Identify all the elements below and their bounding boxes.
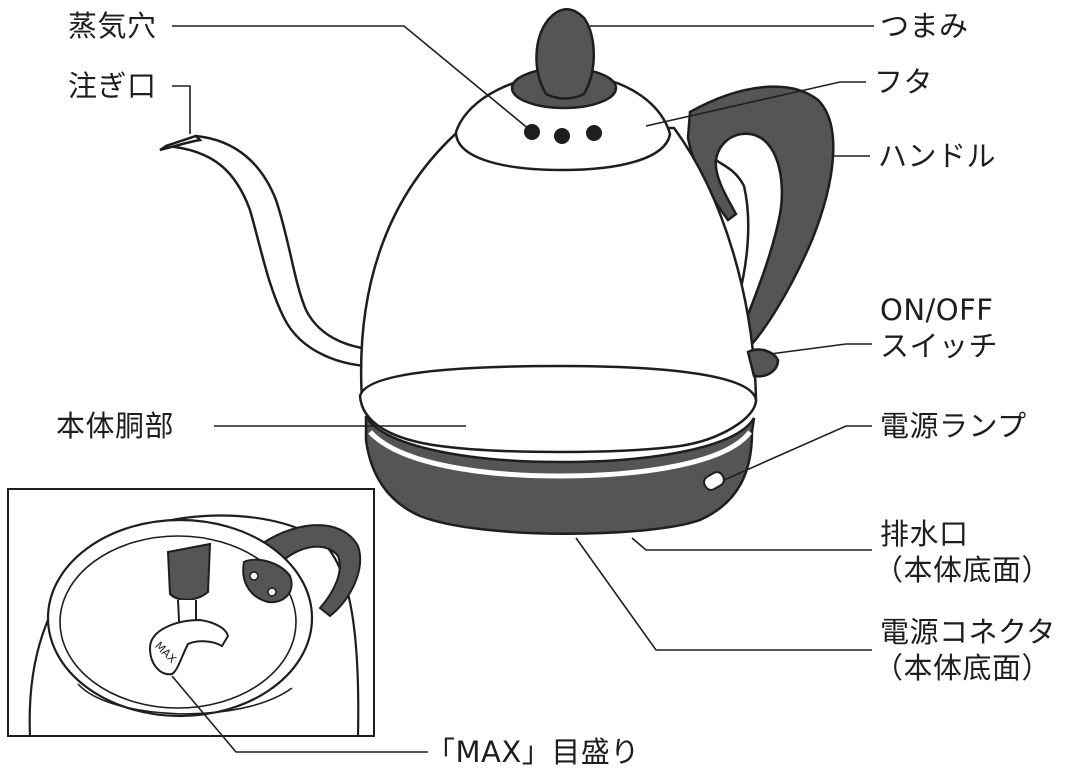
label-switch-line1: ON/OFF (880, 293, 994, 327)
steam-hole (586, 125, 602, 141)
label-drain: 排水口 （本体底面） (874, 516, 1051, 588)
spout-tip (159, 134, 203, 152)
label-lid: フタ (874, 65, 934, 99)
label-power-lamp: 電源ランプ (880, 409, 1027, 443)
power-lamp (703, 471, 725, 491)
kettle-body (359, 126, 758, 402)
leader-drain (631, 537, 872, 551)
label-spout: 注ぎ口 (68, 69, 157, 103)
label-max-mark: 「MAX」目盛り (426, 735, 640, 769)
kettle-spout (165, 134, 397, 368)
steam-hole (554, 128, 570, 144)
label-switch-line2: スイッチ (880, 329, 999, 363)
handle-opening (714, 132, 784, 331)
label-handle: ハンドル (878, 139, 997, 173)
label-body: 本体胴部 (56, 409, 175, 443)
label-knob: つまみ (880, 9, 969, 43)
base-rim (358, 364, 758, 454)
label-connector-line1: 電源コネクタ (880, 615, 1056, 649)
label-connector-line2: （本体底面） (874, 651, 1052, 685)
inset-kettle-top-view (28, 514, 362, 737)
leader-connector (575, 537, 872, 651)
label-drain-line2: （本体底面） (874, 553, 1052, 587)
leader-spout (172, 85, 191, 134)
leader-lines (171, 25, 874, 753)
kettle-knob (535, 8, 595, 100)
leader-steam-vent (172, 25, 531, 131)
power-switch (746, 348, 780, 378)
label-switch: ON/OFF スイッチ (880, 292, 998, 364)
label-drain-line1: 排水口 (880, 517, 969, 551)
leader-switch (769, 343, 872, 355)
label-connector: 電源コネクタ （本体底面） (874, 614, 1056, 686)
leader-power-lamp (723, 425, 872, 481)
label-steam-vent: 蒸気穴 (68, 9, 157, 43)
base-trim (368, 430, 752, 479)
leader-lid (645, 81, 866, 127)
max-mark-plate (148, 618, 230, 676)
leader-max (171, 675, 428, 753)
